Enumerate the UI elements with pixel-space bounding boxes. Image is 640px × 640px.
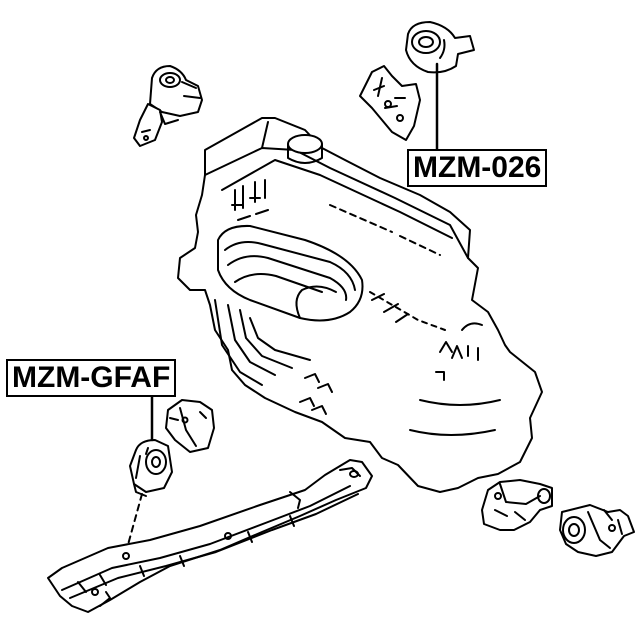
upper-right-mount (359, 21, 475, 152)
engine-block (177, 117, 543, 493)
upper-left-mount (133, 65, 203, 147)
left-mount (125, 390, 215, 553)
part-number-label-mzm-026[interactable]: MZM-026 (407, 149, 548, 187)
crossmember (47, 459, 373, 613)
lower-right-mount (481, 479, 635, 557)
part-number-label-mzm-gfaf[interactable]: MZM-GFAF (6, 359, 177, 397)
